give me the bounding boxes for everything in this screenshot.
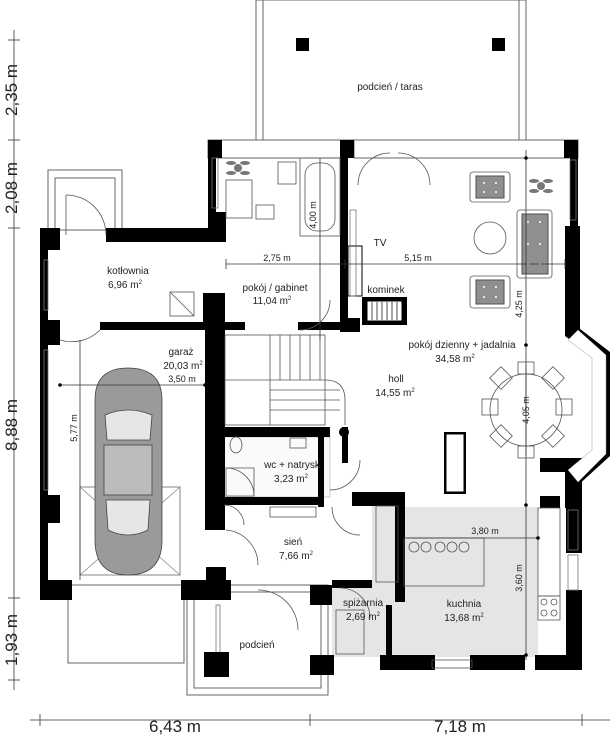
- dimension-lines: [60, 150, 566, 660]
- dim-380: 3,80 m: [471, 526, 499, 536]
- room-label-taras: podcień / taras: [357, 82, 423, 93]
- doors: [59, 152, 431, 631]
- sofa-cushions: [475, 175, 549, 305]
- hall-column: [445, 433, 465, 493]
- room-area-spizarnia: 2,69 m2: [346, 612, 381, 623]
- room-label-wc: wc + natrysk: [263, 460, 321, 471]
- room-label-holl: holl: [388, 374, 404, 385]
- dim-405: 4,05 m: [521, 396, 531, 424]
- room-label-spizarnia: spiżarnia: [343, 598, 383, 609]
- outer-dim-235: 2,35 m: [2, 64, 21, 116]
- outer-dim-888: 8,88 m: [2, 399, 21, 451]
- dimension-ticks: [58, 156, 540, 657]
- room-area-kuchnia: 13,68 m2: [444, 613, 484, 624]
- room-area-sien: 7,66 m2: [279, 551, 314, 562]
- dim-425: 4,25 m: [514, 290, 524, 318]
- bottom-pillars: [204, 652, 229, 677]
- room-area-kotlownia: 6,96 m2: [108, 280, 143, 291]
- hall-pillar: [339, 427, 349, 437]
- room-label-podcien: podcień: [239, 640, 274, 651]
- dim-577: 5,77 m: [69, 414, 79, 442]
- outer-dim-643: 6,43 m: [149, 717, 201, 736]
- outer-dim-208: 2,08 m: [2, 162, 21, 214]
- room-label-sien: sień: [284, 537, 302, 548]
- tv-label: TV: [374, 238, 387, 249]
- room-area-gabinet: 11,04 m2: [253, 296, 292, 307]
- outer-dimension-lines: [8, 30, 610, 726]
- room-label-kotlownia: kotłownia: [107, 266, 149, 277]
- room-label-kuchnia: kuchnia: [447, 599, 482, 610]
- room-label-garaz: garaż: [168, 347, 193, 358]
- plant-icon: [226, 161, 553, 193]
- terrace-pillar: [492, 38, 505, 51]
- room-area-dzienny: 34,58 m2: [435, 354, 475, 365]
- terrace-pillar: [296, 38, 309, 51]
- room-area-wc: 3,23 m2: [274, 474, 309, 485]
- chimney-lines: [371, 302, 398, 320]
- car-icon: [94, 367, 163, 576]
- kitchen-floor: [402, 507, 538, 657]
- dim-515: 5,15 m: [404, 253, 432, 263]
- dim-350: 3,50 m: [168, 374, 196, 384]
- room-area-garaz: 20,03 m2: [163, 361, 203, 372]
- dim-400: 4,00 m: [308, 201, 318, 229]
- room-label-gabinet: pokój / gabinet: [242, 283, 307, 294]
- dim-275: 2,75 m: [263, 253, 291, 263]
- bay-window: [565, 325, 610, 488]
- outer-dim-193: 1,93 m: [2, 614, 21, 666]
- dim-360: 3,60 m: [514, 564, 524, 592]
- terrace-outline: [255, 0, 527, 141]
- kominek-label: kominek: [367, 285, 405, 296]
- stairs: [224, 334, 346, 426]
- outer-dim-718: 7,18 m: [434, 717, 486, 736]
- room-area-holl: 14,55 m2: [375, 388, 415, 399]
- room-label-dzienny: pokój dzienny + jadalnia: [408, 340, 515, 351]
- chimney-grill: [366, 300, 403, 322]
